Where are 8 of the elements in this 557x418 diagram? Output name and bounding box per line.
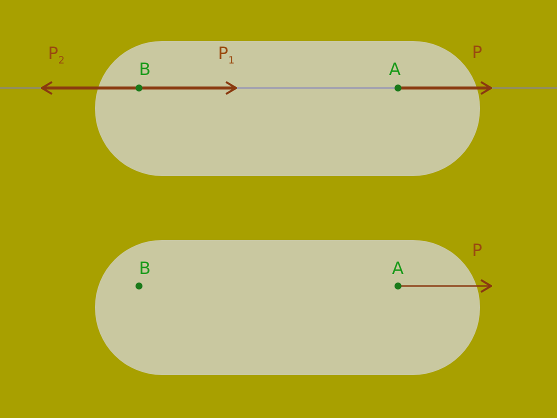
- force-label: P$_{2}$: [48, 46, 65, 66]
- point-label: A: [392, 261, 404, 278]
- force-label: P$_{1}$: [218, 46, 235, 66]
- point-label: B: [139, 62, 151, 79]
- force-label: P: [472, 243, 482, 260]
- point-label: A: [389, 62, 401, 79]
- force-label: P: [472, 45, 482, 62]
- point-label: B: [139, 261, 151, 278]
